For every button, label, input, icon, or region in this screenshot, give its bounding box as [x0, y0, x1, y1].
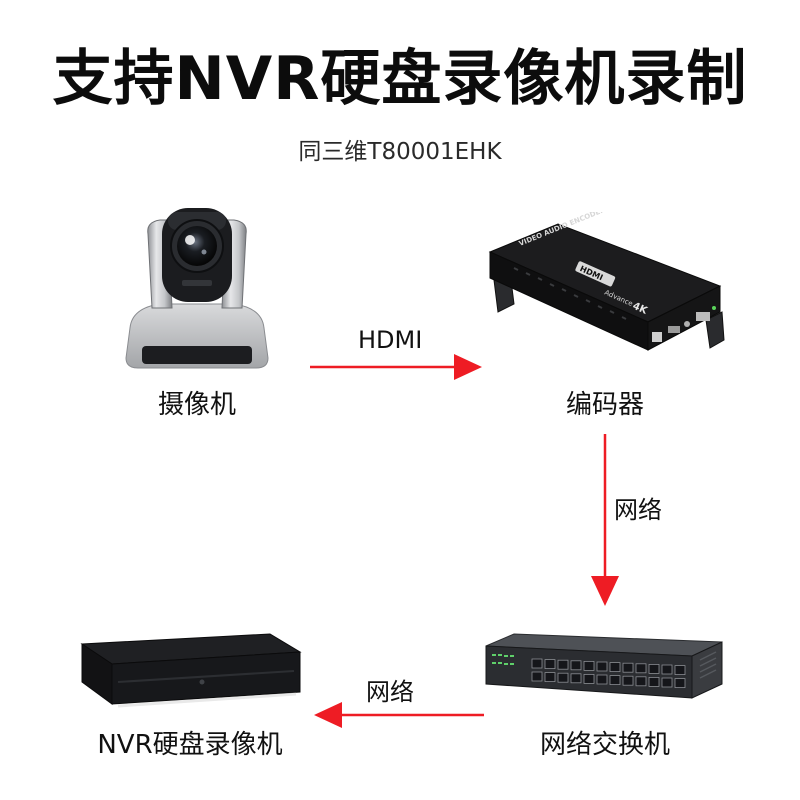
encoder-image: VIDEO AUDIO ENCODER HDMI Advance 4K [484, 212, 728, 370]
nvr-label: NVR硬盘录像机 [97, 730, 283, 760]
page-subtitle: 同三维T80001EHK [298, 139, 502, 165]
arrow-encoder-to-switch [591, 434, 619, 606]
network-connection-label-horizontal: 网络 [366, 678, 414, 706]
power-port-icon [652, 332, 662, 342]
page-title: 支持NVR硬盘录像机录制 [52, 44, 748, 114]
encoder-label: 编码器 [565, 390, 644, 420]
hdmi-port-icon [668, 326, 680, 333]
camera-label: 摄像机 [157, 390, 236, 420]
hdmi-connection-label: HDMI [358, 326, 423, 354]
switch-label: 网络交换机 [539, 730, 670, 760]
camera-image [112, 200, 282, 375]
arrow-switch-to-nvr [314, 702, 484, 728]
nvr-image [78, 630, 304, 716]
ethernet-port-icon [696, 312, 710, 321]
arrow-camera-to-encoder [310, 354, 482, 380]
switch-image [480, 632, 726, 702]
network-connection-label-vertical: 网络 [614, 496, 662, 524]
